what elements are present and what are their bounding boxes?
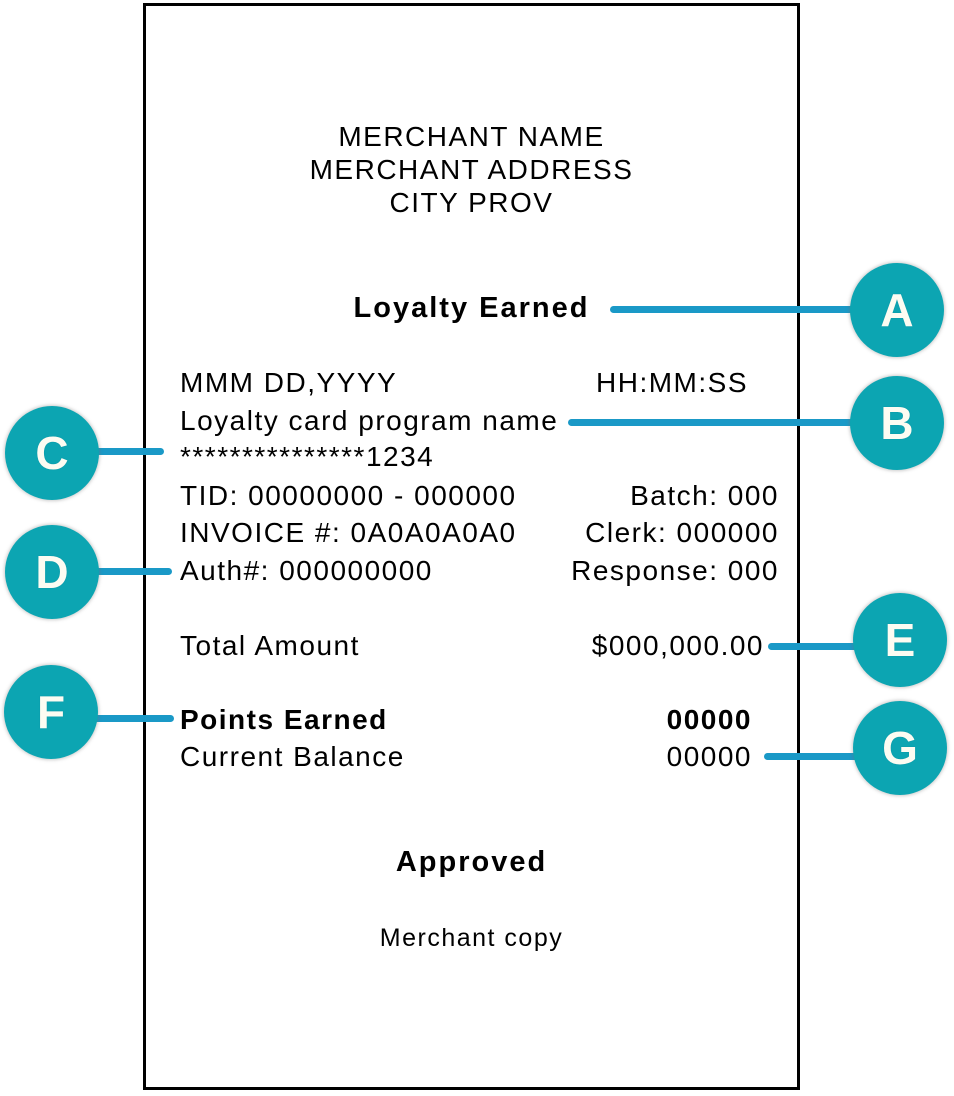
leader-line-b <box>568 419 858 426</box>
callout-badge-e: E <box>853 593 947 687</box>
loyalty-program-name: Loyalty card program name <box>180 405 559 436</box>
current-balance-label: Current Balance <box>180 741 405 772</box>
callout-badge-f: F <box>4 665 98 759</box>
datetime-row: MMM DD,YYYY HH:MM:SS <box>180 364 779 402</box>
total-amount-value: $000,000.00 <box>591 630 764 661</box>
leader-line-c <box>94 448 164 455</box>
response-text: Response: 000 <box>571 555 779 586</box>
leader-line-d <box>94 568 172 575</box>
receipt: MERCHANT NAME MERCHANT ADDRESS CITY PROV… <box>143 3 800 1090</box>
approved-status: Approved <box>395 846 548 878</box>
callout-letter-b: B <box>880 397 914 449</box>
callout-letter-e: E <box>884 614 916 666</box>
merchant-name: MERCHANT NAME <box>338 121 605 152</box>
auth-response-row: Auth#: 000000000 Response: 000 <box>180 552 779 590</box>
merchant-city-prov: CITY PROV <box>389 187 554 218</box>
masked-card-number: ***************1234 <box>180 441 435 472</box>
current-balance-row: Current Balance 00000 <box>180 738 779 776</box>
points-earned-value: 00000 <box>666 704 752 735</box>
current-balance-value: 00000 <box>666 741 752 772</box>
leader-line-e <box>768 643 860 650</box>
total-amount-label: Total Amount <box>180 630 360 661</box>
leader-line-g <box>764 753 860 760</box>
callout-badge-g: G <box>853 701 947 795</box>
points-earned-row: Points Earned 00000 <box>180 701 779 739</box>
points-earned-label: Points Earned <box>180 704 388 735</box>
merchant-copy-label: Merchant copy <box>379 924 564 952</box>
batch-text: Batch: 000 <box>630 480 779 511</box>
callout-letter-a: A <box>880 284 914 336</box>
leader-line-a <box>610 306 858 313</box>
invoice-text: INVOICE #: 0A0A0A0A0 <box>180 517 517 548</box>
callout-letter-f: F <box>36 686 66 738</box>
receipt-title: Loyalty Earned <box>353 292 590 324</box>
callout-letter-c: C <box>35 427 69 479</box>
auth-number-text: Auth#: 000000000 <box>180 555 433 586</box>
invoice-clerk-row: INVOICE #: 0A0A0A0A0 Clerk: 000000 <box>180 514 779 552</box>
tid-batch-row: TID: 00000000 - 000000 Batch: 000 <box>180 477 779 515</box>
callout-badge-a: A <box>850 263 944 357</box>
total-amount-row: Total Amount $000,000.00 <box>180 627 779 665</box>
tid-text: TID: 00000000 - 000000 <box>180 480 517 511</box>
leader-line-f <box>93 715 174 722</box>
callout-badge-b: B <box>850 376 944 470</box>
callout-letter-d: D <box>35 546 69 598</box>
merchant-address: MERCHANT ADDRESS <box>309 154 634 185</box>
clerk-text: Clerk: 000000 <box>585 517 779 548</box>
time-text: HH:MM:SS <box>596 367 748 398</box>
callout-badge-d: D <box>5 525 99 619</box>
callout-badge-c: C <box>5 406 99 500</box>
callout-letter-g: G <box>882 722 918 774</box>
date-text: MMM DD,YYYY <box>180 367 398 398</box>
